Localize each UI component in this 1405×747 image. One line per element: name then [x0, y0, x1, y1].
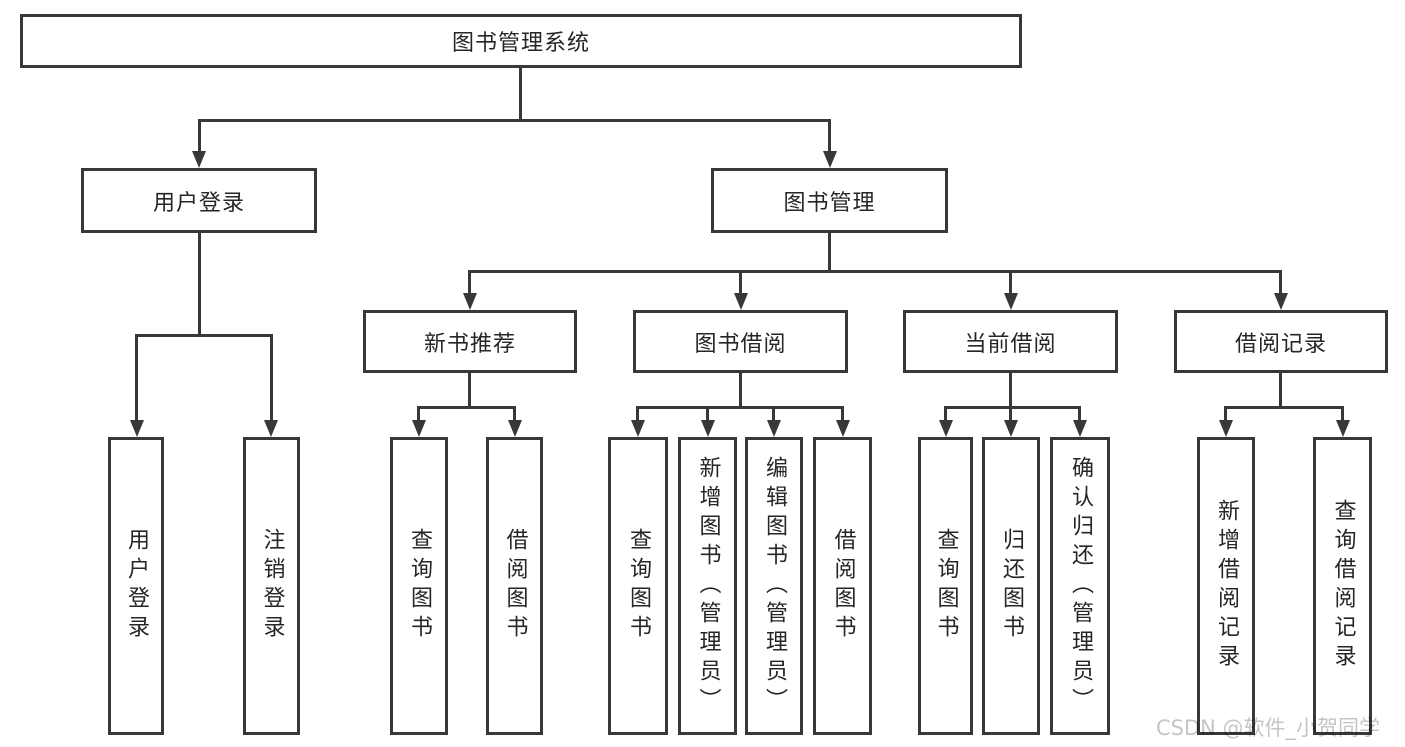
connector-drop-new-book-recommend: [468, 270, 471, 294]
leaf-add-borrow-record-label: 新增借阅记录: [1214, 499, 1239, 673]
connector-drop-borrow-records: [1279, 270, 1282, 294]
arrowhead-g4-query: [939, 420, 953, 437]
node-book-management-label: 图书管理: [783, 190, 876, 216]
arrowhead-g4-return: [1004, 420, 1018, 437]
leaf-recommend-borrow-books: 借阅图书: [486, 437, 543, 735]
leaf-confirm-return-admin-label: 确认归还（管理员）: [1068, 455, 1093, 717]
leaf-return-books-label: 归还图书: [999, 528, 1024, 644]
connector-drop-user-login: [198, 119, 201, 152]
connector-user-login-rail: [135, 334, 273, 337]
leaf-user-login: 用户登录: [108, 437, 164, 735]
node-borrow-records: 借阅记录: [1174, 310, 1388, 373]
leaf-query-borrow-record: 查询借阅记录: [1313, 437, 1372, 735]
csdn-watermark: CSDN @软件_小贺同学: [1156, 716, 1381, 740]
arrowhead-current-borrow: [1004, 293, 1018, 310]
connector-drop-g5-add: [1224, 406, 1227, 421]
node-current-borrow-label: 当前借阅: [964, 331, 1057, 357]
connector-drop-book-borrow: [739, 270, 742, 294]
connector-drop-g4-confirm: [1078, 406, 1081, 421]
connector-drop-g3-query: [636, 406, 639, 421]
node-library-system: 图书管理系统: [20, 14, 1022, 68]
arrowhead-g3-add: [701, 420, 715, 437]
connector-drop-g4-return: [1009, 406, 1012, 421]
connector-drop-g5-query: [1341, 406, 1344, 421]
connector-drop-g4-query: [944, 406, 947, 421]
arrowhead-g2-borrow: [508, 420, 522, 437]
node-library-system-label: 图书管理系统: [451, 31, 590, 56]
leaf-return-books: 归还图书: [982, 437, 1040, 735]
arrowhead-g3-query: [631, 420, 645, 437]
arrowhead-borrow-records: [1274, 293, 1288, 310]
arrowhead-user-login: [192, 151, 206, 168]
leaf-current-query-books-label: 查询图书: [933, 528, 959, 644]
connector-borrow-records-stem: [1279, 373, 1282, 409]
connector-drop-g2-query: [417, 406, 420, 421]
arrowhead-leaf-logout: [264, 420, 278, 437]
connector-drop-leaf-user-login: [135, 334, 138, 421]
connector-book-management-stem: [828, 233, 831, 273]
arrowhead-g3-borrow: [836, 420, 850, 437]
arrowhead-new-book-recommend: [463, 293, 477, 310]
node-book-borrow: 图书借阅: [633, 310, 848, 373]
node-book-borrow-label: 图书借阅: [694, 331, 787, 357]
leaf-add-borrow-record: 新增借阅记录: [1197, 437, 1255, 735]
leaf-borrow-query-books-label: 查询图书: [626, 528, 651, 644]
leaf-user-login-label: 用户登录: [124, 528, 149, 644]
connector-borrow-records-rail: [1224, 406, 1344, 409]
connector-drop-leaf-logout: [270, 334, 273, 421]
node-user-login-label: 用户登录: [152, 190, 245, 216]
connector-root-rail: [198, 119, 831, 122]
connector-drop-g3-add: [706, 406, 709, 421]
leaf-confirm-return-admin: 确认归还（管理员）: [1050, 437, 1110, 735]
node-new-book-recommend: 新书推荐: [363, 310, 577, 373]
connector-current-borrow-stem: [1009, 373, 1012, 409]
connector-root-stem: [519, 68, 522, 120]
connector-drop-book-management: [828, 119, 831, 152]
leaf-recommend-query-books: 查询图书: [390, 437, 448, 735]
leaf-current-query-books: 查询图书: [918, 437, 973, 735]
connector-drop-g2-borrow: [513, 406, 516, 421]
node-book-management: 图书管理: [711, 168, 948, 233]
leaf-edit-books-admin-label: 编辑图书（管理员）: [762, 455, 787, 717]
node-new-book-recommend-label: 新书推荐: [423, 331, 516, 357]
leaf-query-borrow-record-label: 查询借阅记录: [1330, 499, 1356, 673]
arrowhead-book-management: [823, 151, 837, 168]
leaf-add-books-admin: 新增图书（管理员）: [678, 437, 737, 735]
connector-current-borrow-rail: [944, 406, 1081, 409]
node-borrow-records-label: 借阅记录: [1234, 331, 1327, 357]
connector-new-book-rail: [417, 406, 516, 409]
leaf-add-books-admin-label: 新增图书（管理员）: [695, 455, 721, 717]
node-current-borrow: 当前借阅: [903, 310, 1118, 373]
arrowhead-g2-query: [412, 420, 426, 437]
arrowhead-g3-edit: [767, 420, 781, 437]
connector-book-borrow-stem: [739, 373, 742, 409]
leaf-borrow-query-books: 查询图书: [608, 437, 668, 735]
connector-book-management-rail: [468, 270, 1282, 273]
connector-drop-g3-borrow: [841, 406, 844, 421]
connector-new-book-stem: [468, 373, 471, 409]
leaf-borrow-books: 借阅图书: [813, 437, 872, 735]
arrowhead-g4-confirm: [1073, 420, 1087, 437]
connector-book-borrow-rail: [636, 406, 844, 409]
leaf-edit-books-admin: 编辑图书（管理员）: [745, 437, 803, 735]
leaf-recommend-query-books-label: 查询图书: [407, 528, 432, 644]
leaf-logout: 注销登录: [243, 437, 300, 735]
arrowhead-g5-add: [1219, 420, 1233, 437]
connector-drop-current-borrow: [1009, 270, 1012, 294]
leaf-logout-label: 注销登录: [259, 528, 285, 644]
arrowhead-g5-query: [1336, 420, 1350, 437]
leaf-recommend-borrow-books-label: 借阅图书: [502, 528, 528, 644]
arrowhead-book-borrow: [734, 293, 748, 310]
connector-drop-g3-edit: [772, 406, 775, 421]
node-user-login: 用户登录: [81, 168, 317, 233]
connector-user-login-stem: [198, 233, 201, 337]
arrowhead-leaf-user-login: [130, 420, 144, 437]
leaf-borrow-books-label: 借阅图书: [830, 528, 856, 644]
